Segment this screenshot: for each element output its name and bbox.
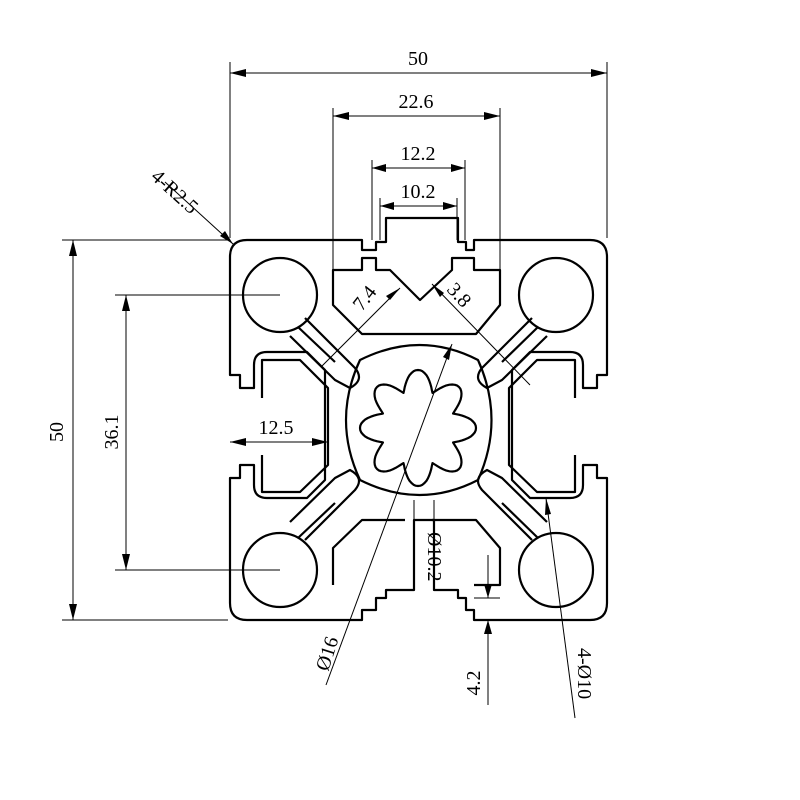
- leader-core-diameter: [325, 343, 453, 686]
- arrow: [386, 288, 400, 300]
- arrow: [230, 438, 246, 446]
- arrow: [69, 240, 77, 256]
- dim-overall-width: 50: [408, 48, 428, 70]
- leader-slot-depth: [321, 287, 401, 367]
- leader-wall-thickness: [431, 283, 531, 386]
- left-slot-cavity: [260, 358, 330, 494]
- dim-wall-thickness: 3.8: [442, 279, 475, 312]
- dim-slot-outer-width: 22.6: [399, 91, 434, 113]
- arrow: [484, 112, 500, 120]
- arrow: [451, 164, 465, 172]
- leader-corner-radius: [164, 181, 234, 245]
- dim-slot-depth: 7.4: [349, 282, 382, 315]
- right-slot-cavity: [507, 358, 577, 494]
- center-star-hole: [358, 368, 478, 488]
- arrow: [443, 344, 452, 360]
- corner-channel-tl: [297, 326, 336, 363]
- core-ring: [344, 343, 493, 497]
- arrow: [230, 69, 246, 77]
- arrow: [333, 112, 349, 120]
- arrow: [69, 604, 77, 620]
- arrow: [380, 202, 394, 210]
- dim-overall-height: 50: [46, 422, 68, 442]
- arrow: [443, 202, 457, 210]
- corner-hole-bottom-right: [517, 531, 595, 609]
- dim-lip-thickness: 4.2: [463, 671, 485, 696]
- dim-slot-opening-outer: 12.2: [401, 143, 436, 165]
- arrow: [484, 620, 492, 634]
- dim-center-hole: Ø10.2: [423, 532, 445, 581]
- corner-channel-br: [501, 502, 539, 539]
- dim-slot-opening-inner: 10.2: [401, 181, 436, 203]
- leader-corner-holes: [545, 497, 576, 719]
- arrow: [591, 69, 607, 77]
- dim-slot-inset: 12.5: [259, 417, 294, 439]
- arrow: [122, 295, 130, 311]
- dim-corner-radius: 4-R2.5: [147, 165, 203, 218]
- dim-hole-spacing: 36.1: [101, 415, 123, 450]
- bottom-slot-cavity: [331, 518, 502, 587]
- arrow: [122, 554, 130, 570]
- profile-outline: [228, 216, 609, 622]
- corner-channel-bl: [297, 502, 336, 539]
- arrow: [432, 284, 444, 297]
- arrow: [545, 498, 551, 515]
- arrow: [220, 231, 233, 244]
- arrow: [484, 584, 492, 598]
- arrow: [372, 164, 386, 172]
- dim-core-diameter: Ø16: [312, 634, 344, 674]
- dim-corner-holes: 4-Ø10: [573, 648, 595, 699]
- corner-channel-tr: [501, 326, 539, 363]
- top-slot-cavity: [331, 256, 502, 336]
- arrow: [312, 438, 328, 446]
- corner-hole-top-right: [517, 256, 595, 334]
